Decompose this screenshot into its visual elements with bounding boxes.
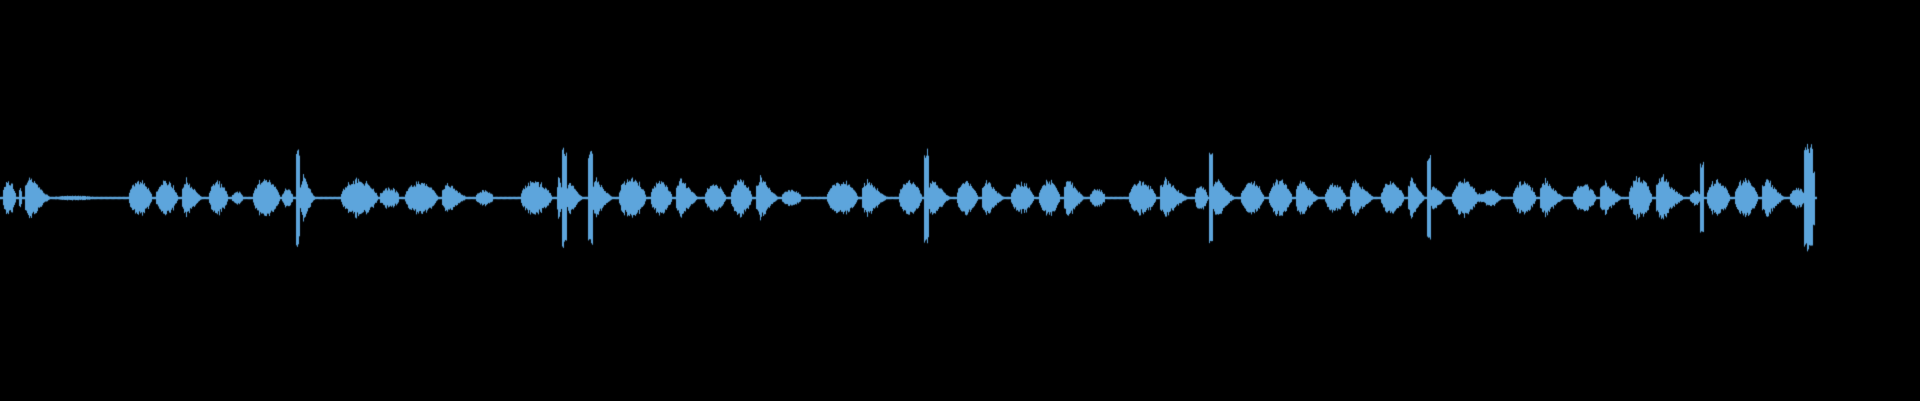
- waveform-viewer[interactable]: Audio Waveform: [0, 0, 1920, 400]
- audio-waveform-canvas[interactable]: [0, 0, 1920, 400]
